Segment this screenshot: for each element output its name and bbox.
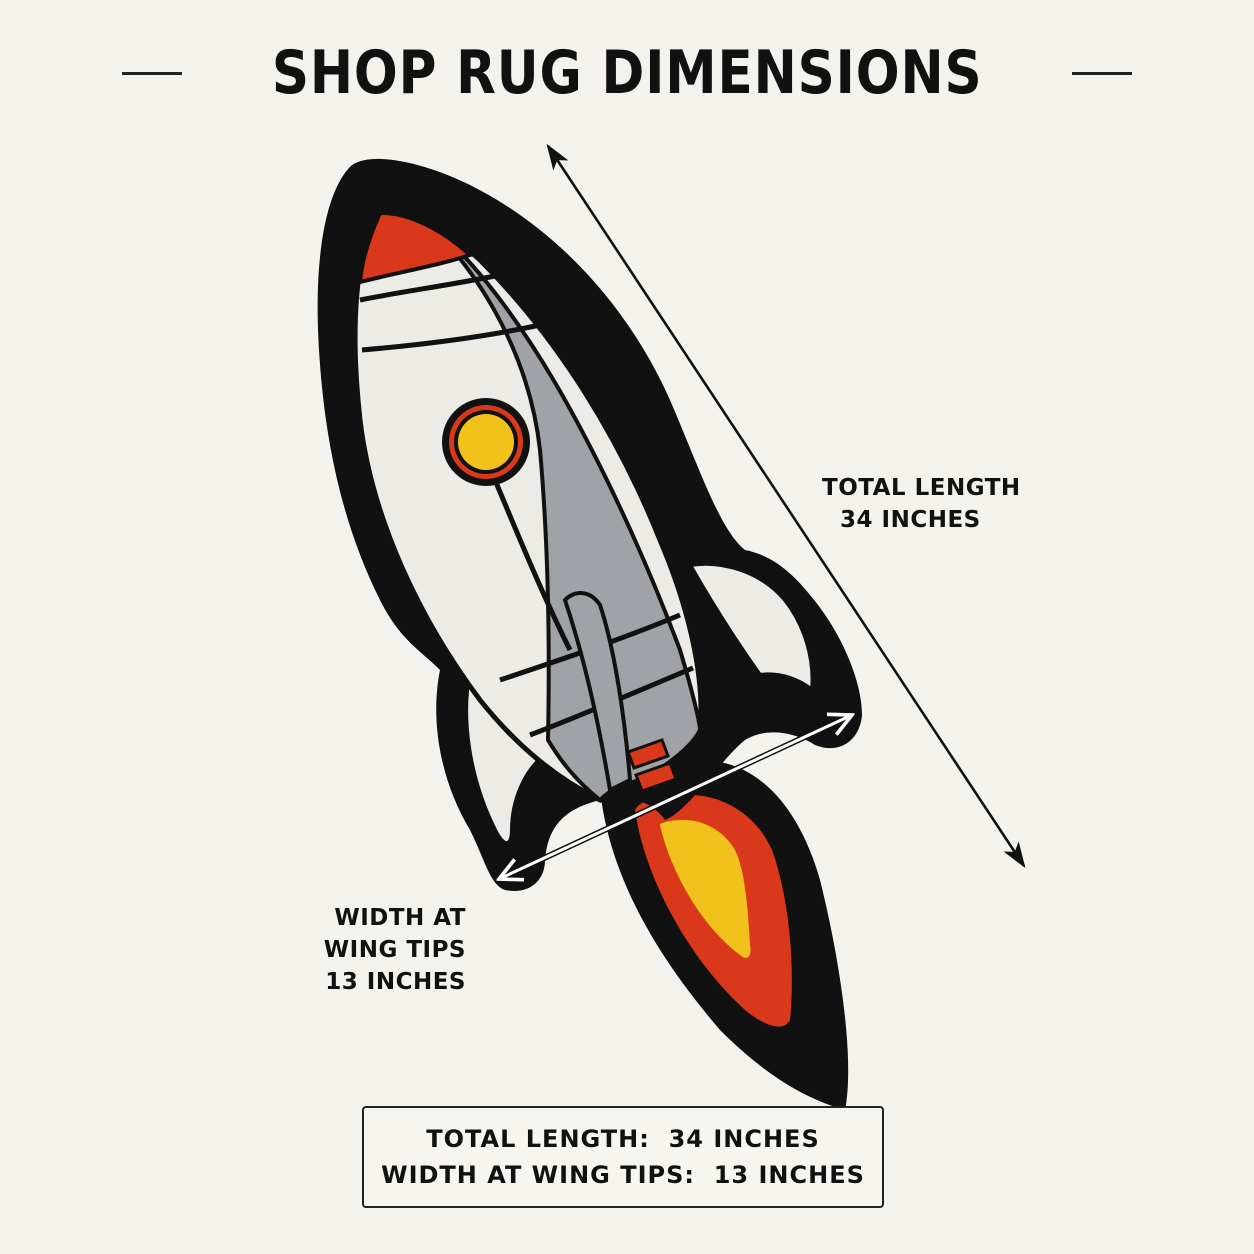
nose-cone: [357, 210, 474, 285]
width-callout-line3: 13 INCHES: [325, 969, 466, 995]
length-callout-line1: TOTAL LENGTH: [822, 475, 1021, 501]
width-callout-line1: WIDTH AT: [334, 905, 466, 931]
length-callout-line2: 34 INCHES: [840, 507, 981, 533]
width-callout-line2: WING TIPS: [323, 937, 466, 963]
dimensions-summary-box: TOTAL LENGTH: 34 INCHES WIDTH AT WING TI…: [362, 1106, 884, 1208]
length-arrow: [546, 143, 1026, 869]
title-rule-left: [121, 71, 182, 75]
length-callout: TOTAL LENGTH 34 INCHES: [822, 472, 1021, 536]
width-arrow: [499, 715, 852, 879]
porthole-glass: [458, 414, 514, 470]
summary-width-row: WIDTH AT WING TIPS: 13 INCHES: [381, 1157, 865, 1193]
body-band-2: [361, 322, 541, 353]
summary-width-label: WIDTH AT WING TIPS:: [381, 1161, 695, 1189]
page-title: SHOP RUG DIMENSIONS: [271, 38, 983, 108]
title-row: SHOP RUG DIMENSIONS: [0, 38, 1254, 108]
summary-length-label: TOTAL LENGTH:: [426, 1125, 650, 1153]
summary-length-value: 34 INCHES: [668, 1125, 820, 1153]
body-band-1: [359, 273, 496, 303]
width-callout: WIDTH AT WING TIPS 13 INCHES: [320, 902, 466, 998]
summary-length-row: TOTAL LENGTH: 34 INCHES: [426, 1121, 819, 1157]
title-rule-right: [1072, 71, 1133, 75]
summary-width-value: 13 INCHES: [713, 1161, 865, 1189]
